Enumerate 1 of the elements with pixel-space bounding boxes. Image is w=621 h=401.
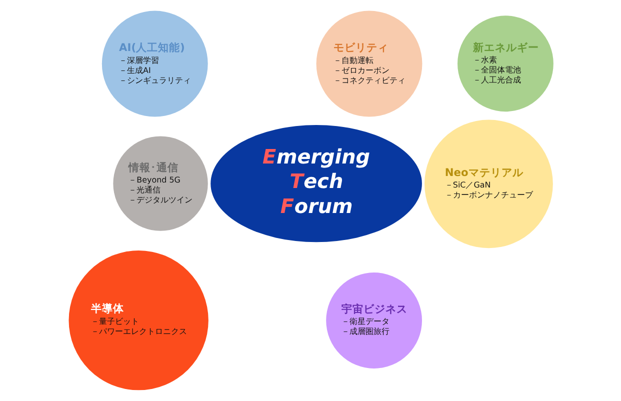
node-ellipse: Emerging Tech Forum [210, 125, 422, 242]
